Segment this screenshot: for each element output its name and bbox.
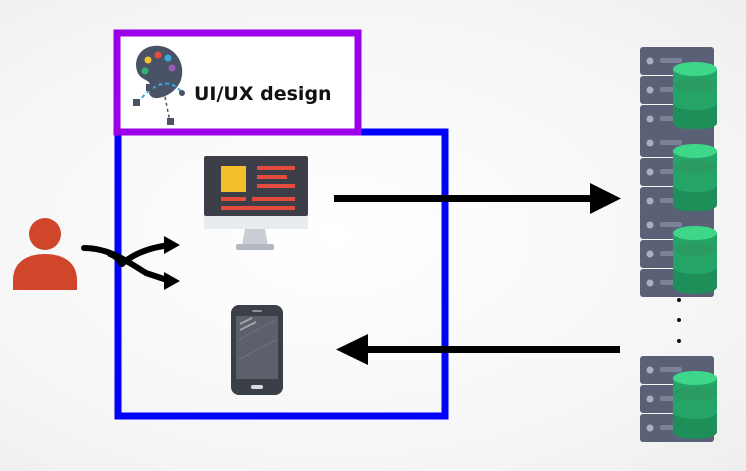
shuffle-arrows-icon [81, 242, 173, 284]
design-box-label: UI/UX design [194, 83, 332, 105]
desktop-monitor-icon [204, 156, 308, 250]
user-icon [13, 218, 77, 290]
server-database-icon [640, 129, 717, 215]
smartphone-icon [231, 305, 283, 395]
palette-bezier-icon [133, 45, 185, 125]
server-database-icon [640, 47, 717, 133]
response-arrow [336, 334, 620, 365]
server-database-icon [640, 211, 717, 297]
server-database-icon [640, 356, 717, 442]
request-arrow [334, 183, 621, 214]
vertical-ellipsis [677, 298, 681, 343]
